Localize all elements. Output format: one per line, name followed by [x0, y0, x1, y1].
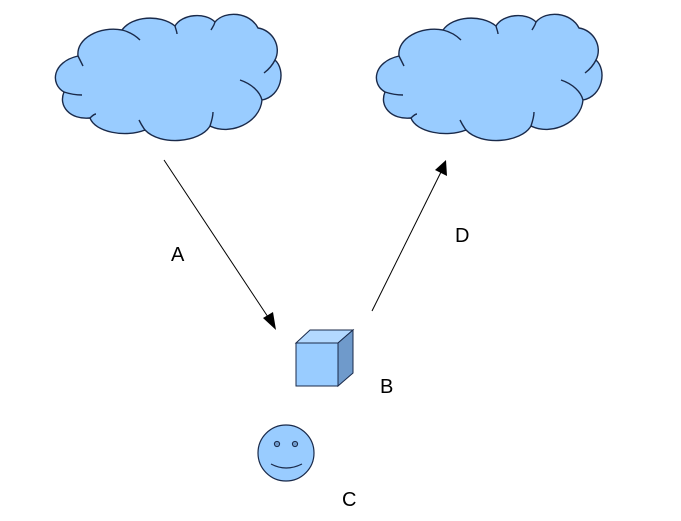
cube-front-face: [295, 342, 339, 387]
arrow-d-head: [435, 160, 447, 176]
arrow-d[interactable]: [371, 160, 447, 312]
smiley-face[interactable]: [257, 424, 315, 482]
arrow-a[interactable]: [163, 159, 276, 330]
cloud-right-shape: [375, 13, 603, 142]
cloud-left[interactable]: [54, 13, 282, 142]
smiley-mouth: [270, 463, 303, 469]
smiley-left-eye: [273, 440, 281, 448]
smiley-right-eye: [291, 440, 299, 448]
label-d: D: [455, 225, 469, 247]
label-b: B: [380, 376, 393, 398]
label-c: C: [342, 489, 356, 511]
smiley-head: [257, 424, 315, 482]
arrow-a-head: [263, 312, 276, 330]
arrow-d-line: [371, 171, 442, 312]
cloud-right[interactable]: [375, 13, 603, 142]
arrow-a-line: [163, 159, 271, 321]
label-a: A: [171, 244, 185, 266]
cloud-left-shape: [54, 13, 282, 142]
cube[interactable]: [294, 328, 355, 388]
